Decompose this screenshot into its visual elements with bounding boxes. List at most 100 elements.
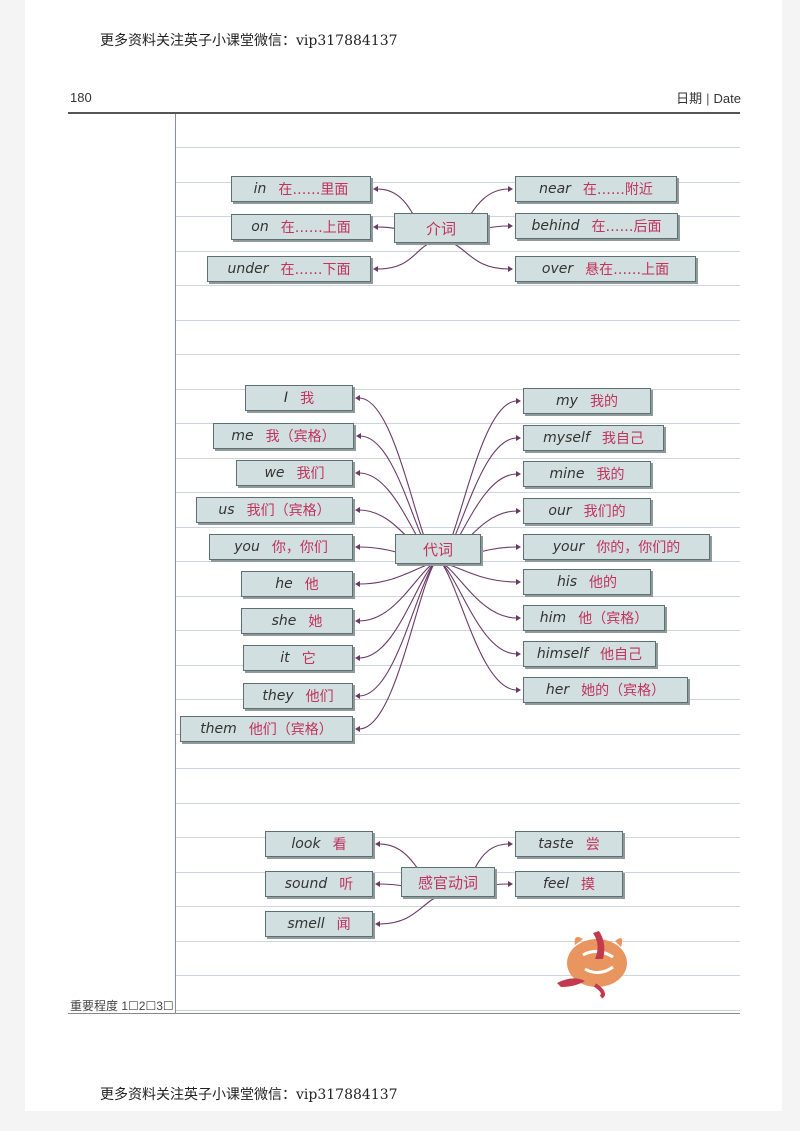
ruled-line: [176, 906, 740, 907]
connector-arrow: [375, 921, 380, 927]
english-word: near: [539, 181, 571, 197]
ruled-line: [176, 734, 740, 735]
word-node-right: near 在……附近: [515, 176, 677, 202]
center-label: 介词: [425, 219, 456, 238]
connector-arrow: [355, 544, 360, 550]
ruled-line: [176, 423, 740, 424]
chinese-meaning: 你，你们: [271, 540, 328, 556]
chinese-meaning: 尝: [585, 837, 600, 853]
word-node-right: your 你的，你们的: [523, 534, 710, 560]
english-word: you: [234, 539, 260, 555]
english-word: us: [218, 502, 235, 518]
date-label-en: Date: [713, 91, 741, 106]
ruled-line: [176, 596, 740, 597]
connector-arrow: [516, 398, 521, 404]
english-word: over: [541, 261, 574, 277]
chinese-meaning: 他（宾格）: [578, 611, 649, 627]
connector-arrow: [355, 655, 360, 661]
english-word: himself: [536, 646, 589, 662]
english-word: in: [253, 181, 267, 197]
chinese-meaning: 我（宾格）: [265, 429, 336, 445]
english-word: myself: [543, 430, 590, 446]
connector-line: [378, 894, 442, 925]
chinese-meaning: 闻: [336, 917, 351, 933]
chinese-meaning: 他们（宾格）: [248, 722, 333, 738]
english-word: my: [556, 393, 578, 409]
word-node-left: you 你，你们: [209, 534, 353, 560]
connector-line: [447, 240, 510, 270]
ruled-line: [176, 182, 740, 183]
connector-arrow: [373, 186, 378, 192]
connector-arrow: [508, 186, 513, 192]
chinese-meaning: 你的，你们的: [596, 540, 681, 556]
connector-line: [376, 240, 435, 270]
chinese-meaning: 我: [300, 391, 315, 407]
connector-arrow: [516, 615, 521, 621]
footer-rule: [68, 1013, 740, 1014]
ruled-line: [176, 665, 740, 666]
english-word: feel: [542, 876, 570, 892]
connector-arrow: [516, 508, 521, 514]
ruled-line: [176, 837, 740, 838]
english-word: sound: [284, 876, 328, 892]
connector-arrow: [355, 726, 360, 732]
connector-arrow: [355, 618, 360, 624]
connector-arrow: [516, 544, 521, 550]
chinese-meaning: 他的: [589, 575, 618, 591]
ruled-line: [176, 803, 740, 804]
english-word: smell: [287, 916, 325, 932]
english-word: he: [275, 576, 293, 592]
connector-arrow: [375, 841, 380, 847]
english-word: his: [556, 574, 578, 590]
connector-arrow: [516, 435, 521, 441]
ruled-line: [176, 251, 740, 252]
ruled-line: [176, 147, 740, 148]
chinese-meaning: 在……后面: [591, 219, 662, 235]
english-word: me: [231, 428, 254, 444]
chinese-meaning: 在……上面: [280, 220, 351, 236]
word-node-right: his 他的: [523, 569, 651, 595]
chinese-meaning: 看: [332, 837, 347, 853]
center-label: 感官动词: [417, 873, 478, 892]
cat-mascot-icon: [557, 931, 627, 999]
page-number: 180: [70, 90, 92, 105]
connector-arrow: [355, 581, 360, 587]
connector-arrow: [355, 395, 360, 401]
connector-arrow: [508, 266, 513, 272]
english-word: she: [271, 613, 297, 629]
connector-arrow: [516, 651, 521, 657]
chinese-meaning: 我们: [296, 466, 325, 482]
date-label-zh: 日期: [676, 91, 703, 106]
connector-arrow: [373, 224, 378, 230]
ruled-line: [176, 492, 740, 493]
chinese-meaning: 我的: [596, 467, 625, 483]
connector-arrow: [508, 841, 513, 847]
connector-arrow: [373, 266, 378, 272]
chinese-meaning: 在……附近: [582, 182, 653, 198]
english-word: under: [227, 261, 269, 277]
word-node-left: me 我（宾格）: [213, 423, 354, 449]
chinese-meaning: 他自己: [600, 647, 643, 663]
center-label: 代词: [422, 540, 453, 559]
connector-arrow: [356, 433, 361, 439]
chinese-meaning: 她: [308, 614, 323, 630]
connector-arrow: [516, 687, 521, 693]
center-node-sense-verbs: 感官动词: [401, 867, 495, 897]
english-word: your: [552, 539, 585, 555]
word-node-left: she 她: [241, 608, 353, 634]
